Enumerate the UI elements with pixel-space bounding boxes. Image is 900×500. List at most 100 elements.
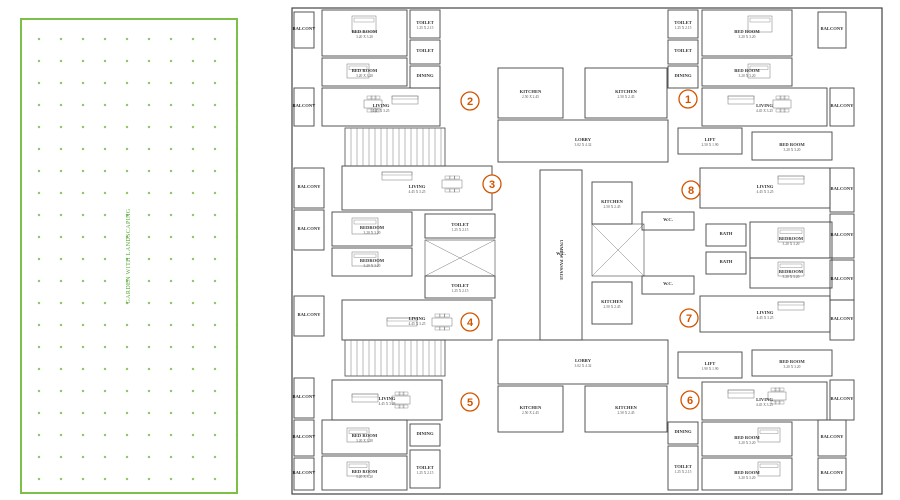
kitchen-6-label: KITCHEN <box>615 405 637 410</box>
bedroom-1a <box>701 9 793 57</box>
kitchen-1-dim: 2.50 X 2.45 <box>618 95 635 99</box>
bedroom-6b-label: BED ROOM <box>734 435 760 440</box>
balcony-2b-label: BALCONY <box>293 103 317 108</box>
void-cross <box>591 223 645 277</box>
living-8-dim: 4.45 X 3.25 <box>757 190 774 194</box>
toilet-4-dim: 1.25 X 2.15 <box>452 289 469 293</box>
bedroom-2b-label: BED ROOM <box>352 68 378 73</box>
toilet-3-dim: 1.25 X 2.15 <box>452 228 469 232</box>
walls <box>291 7 883 495</box>
dining-5-label: DINING <box>416 431 434 436</box>
void-shaft <box>591 223 645 277</box>
furniture <box>344 15 805 477</box>
pillow-icon <box>779 229 803 234</box>
toilet-1a-label: TOILET <box>674 20 692 25</box>
wc-7-label: W.C. <box>663 281 673 286</box>
sofa-icon <box>381 171 413 181</box>
living-3-dim: 4.45 X 3.25 <box>409 190 426 194</box>
kitchen-6-dim: 2.50 X 2.45 <box>618 411 635 415</box>
unit-number-circle <box>678 89 698 109</box>
lobby-top <box>497 119 669 163</box>
unit-number-circle <box>680 390 700 410</box>
balcony-8 <box>829 167 855 213</box>
kitchen-1 <box>584 67 668 119</box>
bedroom-3a-dim: 3.20 X 3.20 <box>364 231 381 235</box>
bedroom-3a-label: BEDROOM <box>360 225 385 230</box>
chair-icon <box>439 313 445 318</box>
bedroom-5a-label: BED ROOM <box>352 433 378 438</box>
balcony-6b <box>817 419 847 457</box>
kitchen-6 <box>584 385 668 433</box>
toilet-3 <box>424 213 496 239</box>
living-8-label: LIVING <box>757 184 774 189</box>
toilet-1b <box>667 39 699 65</box>
unit-number: 8 <box>688 185 694 197</box>
chair-icon <box>774 387 781 392</box>
chair-icon <box>398 391 405 396</box>
pillow-icon <box>348 429 368 434</box>
lift-top-label: LIFT <box>705 137 716 142</box>
living-2 <box>321 87 441 127</box>
bedroom-1b-dim: 3.20 X 3.20 <box>739 74 756 78</box>
bedroom-5a <box>321 419 408 455</box>
bedroom-8b-dim: 3.20 X 3.20 <box>783 242 800 246</box>
dining-6 <box>667 421 699 445</box>
bedroom-6c-label: BED ROOM <box>734 470 760 475</box>
bed-icon <box>747 15 773 33</box>
chair-icon <box>775 95 782 100</box>
unit-number-circle <box>460 91 480 111</box>
balcony-5c-label: BALCONY <box>293 470 317 475</box>
chair-icon <box>366 95 373 100</box>
chair-icon <box>374 108 381 113</box>
dining-5 <box>409 423 441 447</box>
lobby-bottom-dim: 3.02 X 4.32 <box>575 364 592 368</box>
balcony-5c <box>293 457 315 491</box>
bed-icon <box>346 63 370 79</box>
balcony-3-label: BALCONY <box>298 184 322 189</box>
sofa-icon <box>351 393 379 403</box>
toilet-1b-label: TOILET <box>674 48 692 53</box>
bath-8 <box>705 223 747 247</box>
living-1-label: LIVING <box>756 103 773 108</box>
balcony-1a-label: BALCONY <box>821 26 845 31</box>
bed-icon <box>777 261 805 277</box>
sofa-back-icon <box>727 389 755 394</box>
bedroom-7a-label: BEDROOM <box>779 269 804 274</box>
sofa-back-icon <box>381 171 413 176</box>
living-7-dim: 4.45 X 3.25 <box>757 316 774 320</box>
balcony-2b <box>293 87 315 127</box>
balcony-5-label: BALCONY <box>293 394 317 399</box>
balcony-3 <box>293 167 325 209</box>
toilet-1a-dim: 1.25 X 2.15 <box>675 26 692 30</box>
chair-icon <box>370 108 377 113</box>
kitchen-1-label: KITCHEN <box>615 89 637 94</box>
dining-2-label: DINING <box>416 73 434 78</box>
sofa-icon <box>391 95 419 105</box>
sofa-back-icon <box>351 393 379 398</box>
bedroom-6a <box>751 349 833 377</box>
bath-7 <box>705 251 747 275</box>
bedroom-8a-label: BED ROOM <box>779 142 805 147</box>
unit-number: 2 <box>467 96 473 108</box>
chair-icon <box>394 404 401 409</box>
balcony-4 <box>293 295 325 337</box>
chair-icon <box>370 95 377 100</box>
balcony-7a-label: BALCONY <box>831 276 855 281</box>
sofa-back-icon <box>727 95 755 100</box>
kitchen-5 <box>497 385 564 433</box>
lift-bottom-label: LIFT <box>705 361 716 366</box>
living-6-dim: 4.45 X 3.25 <box>756 403 773 407</box>
balcony-6a-label: BALCONY <box>831 396 855 401</box>
balcony-1a <box>817 11 847 49</box>
bedroom-2a-dim: 3.20 X 3.20 <box>356 35 373 39</box>
toilet-6 <box>667 445 699 491</box>
bedroom-8b-label: BEDROOM <box>779 236 804 241</box>
living-7-label: LIVING <box>757 310 774 315</box>
living-6 <box>701 381 828 421</box>
bedroom-2a-label: BED ROOM <box>352 29 378 34</box>
unit-number: 6 <box>687 395 693 407</box>
pillow-icon <box>749 17 771 23</box>
chair-icon <box>439 326 445 331</box>
